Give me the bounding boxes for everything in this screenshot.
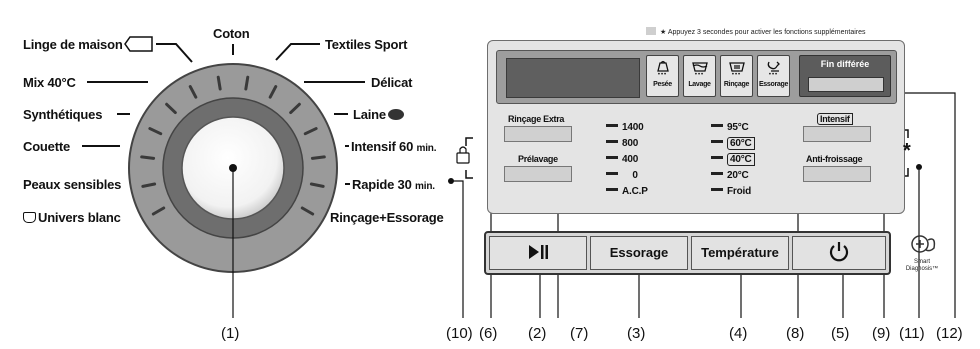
program-coton: Coton (213, 26, 250, 41)
option-intensif-label: Intensif (817, 113, 853, 125)
start-pause-button[interactable] (489, 236, 587, 270)
callout-10: (10) (446, 325, 473, 342)
option-prelavage-indicator (504, 166, 572, 182)
spin-speed-item: 400 (606, 154, 638, 165)
delay-end-tile: Fin différée (799, 55, 891, 97)
delay-end-indicator (808, 77, 884, 92)
program-synthetiques: Synthétiques (23, 107, 103, 122)
weight-icon (656, 60, 669, 72)
dial-tick (268, 85, 278, 99)
rinse-icon (728, 62, 745, 72)
spin-icon (767, 61, 780, 72)
temperature-item: 40°C (711, 153, 755, 166)
dial-tick (300, 206, 315, 216)
callout-9: (9) (872, 325, 891, 342)
stage-rincage: ••• Rinçage (720, 55, 753, 97)
program-delicat: Délicat (371, 75, 413, 90)
power-icon (829, 242, 849, 262)
dial-tick (303, 127, 318, 136)
dial-tick (188, 85, 198, 99)
spin-speed-item: A.C.P (606, 186, 648, 197)
spin-speed-item: 0 (606, 170, 638, 181)
spin-speed-item: 800 (606, 138, 638, 149)
extra-functions-star: * (903, 140, 911, 162)
option-intensif-indicator (803, 126, 871, 142)
spin-speed-item: 1400 (606, 122, 644, 133)
univers-blanc-icon (23, 212, 36, 223)
option-anti-froissage-label: Anti-froissage (806, 154, 863, 164)
dial-tick (148, 127, 163, 136)
callout-8: (8) (786, 325, 805, 342)
dial-tick (310, 155, 326, 160)
dial-tick (289, 102, 301, 115)
stage-essorage: ••• Essorage (757, 55, 790, 97)
temperature-item: 60°C (711, 137, 755, 150)
callout-1: (1) (221, 325, 240, 342)
wash-icon (691, 62, 708, 72)
callout-2: (2) (528, 325, 547, 342)
program-intensif-60: Intensif 60 min. (351, 139, 437, 154)
smart-diagnosis-label: Smart Diagnosis™ (905, 259, 939, 272)
child-lock-icon (456, 146, 470, 164)
program-univers-blanc: Univers blanc (23, 210, 121, 225)
smart-diagnosis-icon (911, 235, 936, 253)
dial-tick (244, 75, 250, 91)
dial-tick-marks (140, 75, 326, 216)
option-anti-froissage-indicator (803, 166, 871, 182)
dial-tick (140, 155, 156, 160)
program-linge-de-maison: Linge de maison (23, 37, 123, 52)
dial-tick (216, 75, 222, 91)
linge-de-maison-icon (124, 36, 153, 52)
temperature-item: Froid (711, 186, 751, 197)
option-rincage-extra-indicator (504, 126, 572, 142)
callout-12: (12) (936, 325, 963, 342)
program-rincage-essorage: Rinçage+Essorage (330, 210, 444, 225)
play-pause-icon (529, 245, 548, 259)
callout-4: (4) (729, 325, 748, 342)
essorage-button[interactable]: Essorage (590, 236, 688, 270)
callout-6: (6) (479, 325, 498, 342)
temperature-item: 20°C (711, 170, 749, 181)
wool-icon (387, 109, 404, 120)
option-prelavage-label: Prélavage (518, 154, 558, 164)
stage-lavage: ••• Lavage (683, 55, 716, 97)
dial-tick (165, 102, 177, 115)
dial-tick (151, 206, 166, 216)
callout-7: (7) (570, 325, 589, 342)
temperature-item: 95°C (711, 122, 749, 133)
program-peaux-sensibles: Peaux sensibles (23, 177, 122, 192)
program-couette: Couette (23, 139, 70, 154)
lcd-screen (506, 58, 640, 98)
dial-tick (141, 182, 157, 188)
program-textiles-sport: Textiles Sport (325, 37, 408, 52)
option-rincage-extra-label: Rinçage Extra (508, 114, 565, 124)
callout-5: (5) (831, 325, 850, 342)
callout-3: (3) (627, 325, 646, 342)
temperature-button[interactable]: Température (691, 236, 789, 270)
program-laine: Laine (353, 107, 404, 122)
program-mix-40: Mix 40°C (23, 75, 76, 90)
callout-11: (11) (899, 325, 925, 342)
power-button[interactable] (792, 236, 886, 270)
stage-pesee: ••• Pesée (646, 55, 679, 97)
program-rapide-30: Rapide 30 min. (352, 177, 435, 192)
dial-tick (309, 182, 325, 188)
extra-functions-note: ★ Appuyez 3 secondes pour activer les fo… (646, 27, 866, 36)
program-leader-lines (82, 43, 365, 185)
